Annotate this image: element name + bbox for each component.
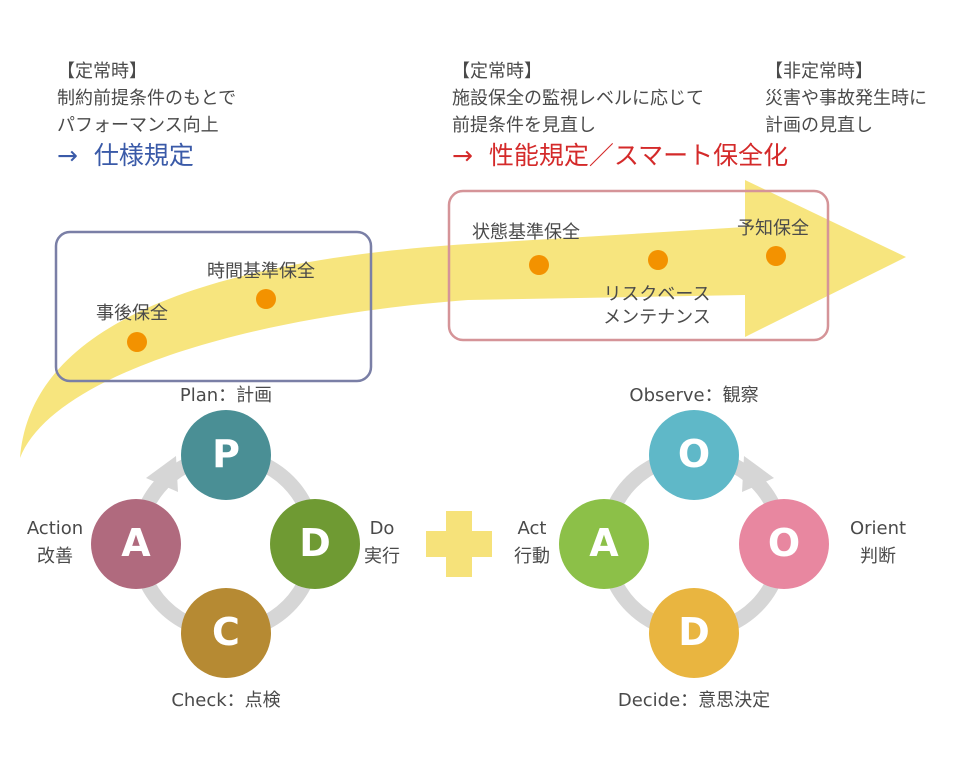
- ooda-act-label-ja: 行動: [514, 546, 550, 567]
- do-circle: [270, 499, 360, 589]
- act-label-ja: 改善: [37, 546, 73, 567]
- do-label: Do 実行: [364, 515, 400, 571]
- performance-approach-heading: → 性能規定／スマート保全化: [452, 141, 788, 171]
- act-circle: [91, 499, 181, 589]
- decide-circle: [649, 588, 739, 678]
- note-line: 計画の見直し: [765, 115, 873, 136]
- note-tag: 【非定常時】: [765, 61, 873, 82]
- orient-circle: [739, 499, 829, 589]
- check-letter: C: [212, 610, 240, 654]
- condition-based-label: 状態基準保全: [472, 222, 580, 243]
- plan-label: Plan：計画: [179, 385, 273, 406]
- decide-letter: D: [678, 610, 710, 654]
- post-maintenance-dot: [127, 332, 147, 352]
- right-arrow-icon: →: [57, 141, 78, 170]
- risk-based-line: メンテナンス: [603, 307, 711, 328]
- ooda-act-label-en: Act: [517, 518, 547, 539]
- orient-letter: O: [767, 521, 801, 565]
- observe-label: Observe：観察: [629, 385, 759, 406]
- time-based-label: 時間基準保全: [207, 261, 315, 282]
- evolution-arrow: [20, 180, 906, 458]
- note-normal-performance: 【定常時】 施設保全の監視レベルに応じて 前提条件を見直し: [452, 58, 704, 139]
- spec-based-box: [54, 230, 373, 383]
- do-label-ja: 実行: [364, 546, 400, 567]
- time-based-dot: [256, 289, 276, 309]
- note-line: 施設保全の監視レベルに応じて: [452, 88, 704, 109]
- ooda-act-label: Act 行動: [500, 515, 564, 571]
- right-arrow-icon: →: [452, 141, 473, 170]
- note-line: 災害や事故発生時に: [765, 88, 927, 109]
- act-label-en: Action: [26, 518, 84, 539]
- check-label: Check：点検: [171, 690, 281, 711]
- risk-based-dot: [648, 250, 668, 270]
- spec-approach-heading: → 仕様規定: [57, 141, 194, 171]
- orient-label-en: Orient: [849, 518, 907, 539]
- note-line: 制約前提条件のもとで: [57, 88, 237, 109]
- observe-letter: O: [677, 432, 711, 476]
- note-abnormal: 【非定常時】 災害や事故発生時に 計画の見直し: [765, 58, 927, 139]
- note-tag: 【定常時】: [57, 61, 147, 82]
- post-maintenance-label: 事後保全: [96, 303, 168, 324]
- ooda-act-letter: A: [589, 521, 619, 565]
- ooda-cycle-arrowhead: [742, 456, 774, 492]
- pdca-cycle-arrowhead: [146, 456, 178, 492]
- risk-based-label: リスクベース メンテナンス: [592, 283, 722, 329]
- orient-label: Orient 判断: [838, 515, 918, 571]
- spec-approach-label: 仕様規定: [93, 141, 194, 170]
- plan-circle: [181, 410, 271, 500]
- condition-based-dot: [529, 255, 549, 275]
- act-label: Action 改善: [15, 515, 95, 571]
- performance-approach-label: 性能規定／スマート保全化: [488, 141, 789, 170]
- predictive-label: 予知保全: [737, 218, 809, 239]
- note-line: パフォーマンス向上: [57, 115, 219, 136]
- check-circle: [181, 588, 271, 678]
- do-label-en: Do: [369, 518, 395, 539]
- ooda-act-circle: [559, 499, 649, 589]
- plan-letter: P: [212, 432, 240, 476]
- predictive-dot: [766, 246, 786, 266]
- performance-based-box: [447, 189, 830, 342]
- decide-label: Decide：意思決定: [617, 690, 771, 711]
- risk-based-line: リスクベース: [603, 284, 711, 305]
- observe-circle: [649, 410, 739, 500]
- plus-icon: [426, 511, 492, 577]
- orient-label-ja: 判断: [860, 546, 896, 567]
- note-tag: 【定常時】: [452, 61, 542, 82]
- act-letter: A: [121, 521, 151, 565]
- do-letter: D: [299, 521, 331, 565]
- note-line: 前提条件を見直し: [452, 115, 596, 136]
- note-normal-spec: 【定常時】 制約前提条件のもとで パフォーマンス向上: [57, 58, 236, 139]
